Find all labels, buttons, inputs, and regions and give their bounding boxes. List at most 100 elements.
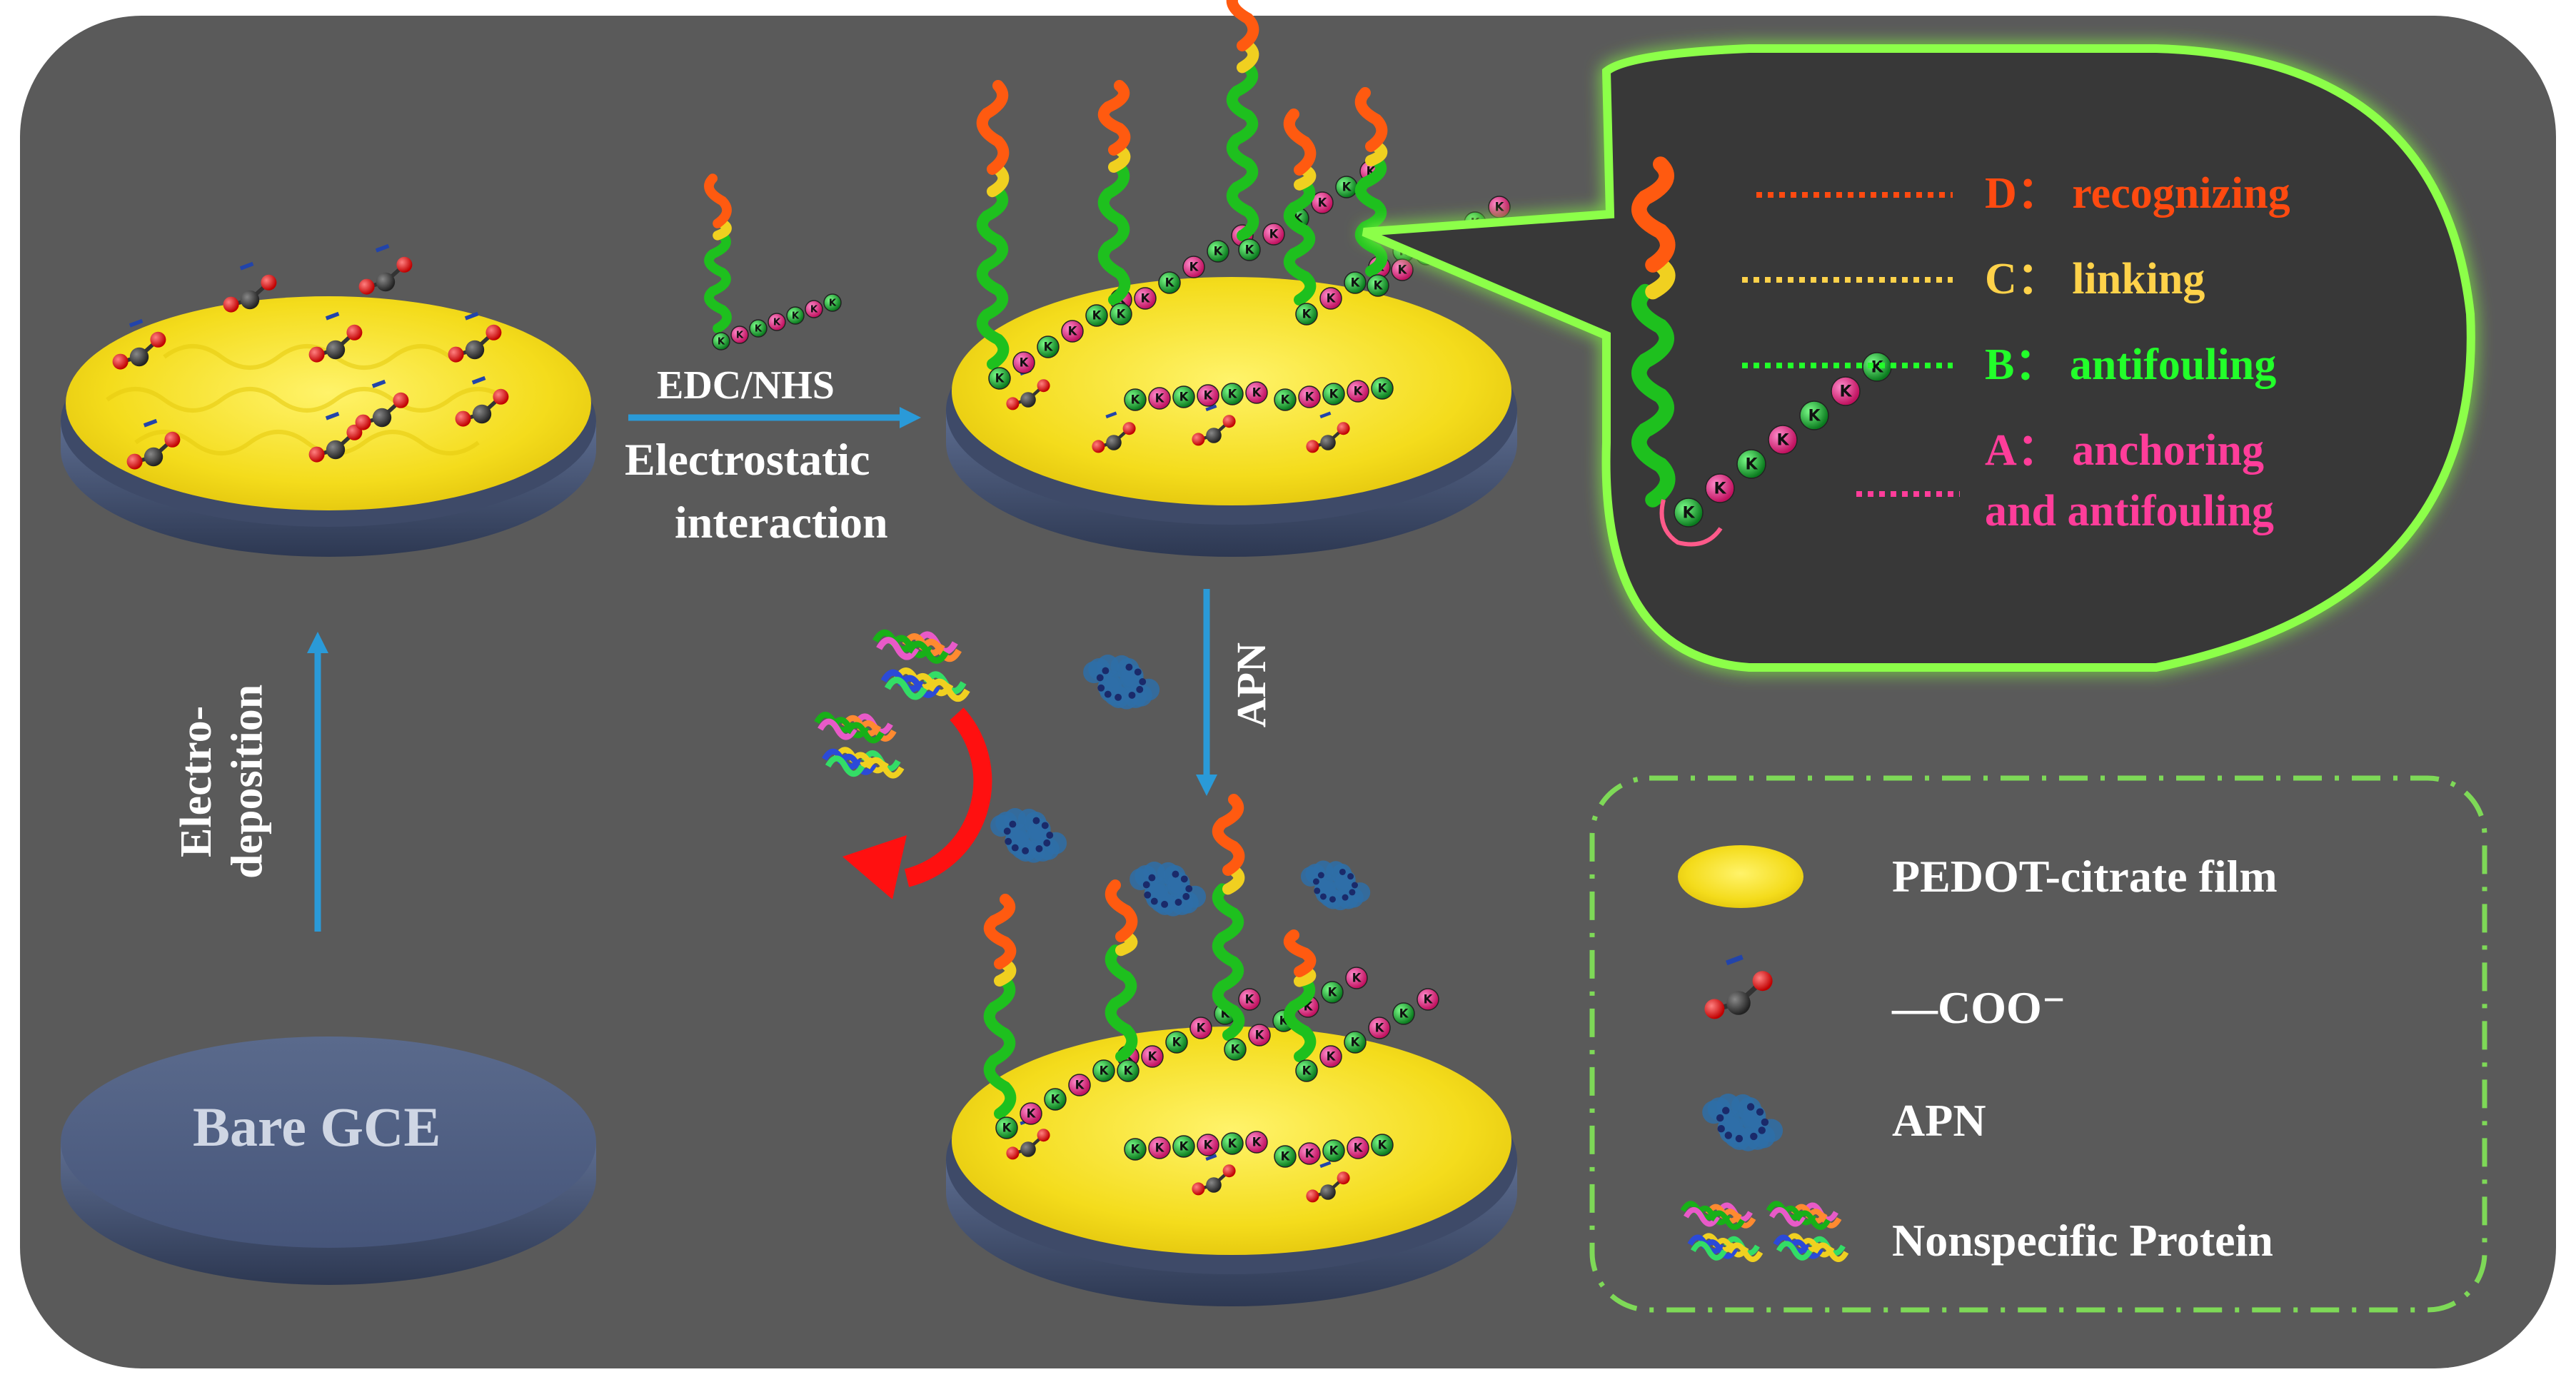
svg-text:K: K <box>1204 1139 1214 1152</box>
svg-text:K: K <box>1214 245 1224 258</box>
svg-text:K: K <box>736 331 744 341</box>
svg-text:K: K <box>1424 993 1434 1007</box>
svg-text:K: K <box>1378 1139 1388 1152</box>
svg-text:K: K <box>1228 1137 1238 1151</box>
callout-label-c: C： linking <box>1985 255 2205 303</box>
svg-text:K: K <box>1745 456 1758 474</box>
svg-text:K: K <box>1302 1064 1312 1078</box>
svg-text:K: K <box>1714 480 1726 498</box>
electrodeposition-arrowhead <box>307 632 328 653</box>
svg-text:K: K <box>1197 1022 1207 1035</box>
svg-text:K: K <box>1141 292 1151 306</box>
svg-text:K: K <box>1329 1144 1339 1158</box>
svg-text:K: K <box>1255 1029 1265 1042</box>
svg-text:K: K <box>1179 390 1189 404</box>
svg-text:K: K <box>1002 1121 1012 1135</box>
svg-text:K: K <box>1398 263 1408 277</box>
svg-text:K: K <box>1354 1141 1364 1155</box>
svg-text:K: K <box>1068 325 1078 338</box>
apn-protein-icon <box>1702 1093 1783 1151</box>
svg-text:K: K <box>1044 341 1054 354</box>
svg-text:K: K <box>1155 392 1165 405</box>
callout-label-d: D： recognizing <box>1985 169 2290 218</box>
svg-text:K: K <box>1808 408 1821 425</box>
nonspecific-protein-cluster <box>814 629 970 779</box>
legend-box <box>1589 775 2487 1313</box>
legend-label-apn: APN <box>1892 1095 1986 1146</box>
svg-text:K: K <box>995 372 1005 385</box>
callout-label-a1: A： anchoring <box>1985 426 2264 475</box>
svg-text:K: K <box>1318 196 1328 210</box>
svg-text:K: K <box>1204 389 1214 403</box>
svg-text:K: K <box>1682 505 1695 523</box>
electrodeposition-line1: Electro- <box>172 705 221 858</box>
svg-text:K: K <box>1281 1150 1291 1164</box>
svg-text:K: K <box>1328 986 1338 999</box>
svg-text:K: K <box>1269 228 1279 241</box>
electrodeposition-label: Electro- deposition <box>171 646 273 917</box>
carboxylate-icon <box>1704 954 1773 1019</box>
nonspecific-protein-icon <box>1680 1201 1849 1262</box>
callout-label-b: B： antifouling <box>1985 341 2277 389</box>
svg-text:K: K <box>1305 1147 1315 1161</box>
legend-label-coo: —COO⁻ <box>1892 982 2066 1033</box>
svg-text:K: K <box>1245 993 1255 1007</box>
svg-text:K: K <box>1148 1050 1158 1064</box>
svg-text:K: K <box>1305 390 1315 404</box>
svg-text:K: K <box>829 298 837 309</box>
edc-nhs-arrowhead <box>900 407 921 428</box>
svg-text:K: K <box>1399 1007 1409 1021</box>
edc-nhs-label: EDC/NHS <box>657 363 835 408</box>
svg-text:K: K <box>1131 393 1141 407</box>
svg-text:K: K <box>1351 276 1361 290</box>
interaction-label: interaction <box>675 497 888 548</box>
legend-label-pedot: PEDOT-citrate film <box>1892 851 2278 902</box>
bare-gce-label: Bare GCE <box>193 1096 441 1158</box>
svg-text:K: K <box>1131 1143 1141 1156</box>
svg-text:K: K <box>718 337 725 348</box>
apn-bound-electrode <box>946 1027 1517 1306</box>
svg-text:K: K <box>1329 388 1339 401</box>
svg-text:K: K <box>1100 1064 1110 1078</box>
svg-text:K: K <box>755 324 763 335</box>
svg-text:K: K <box>1495 201 1505 214</box>
legend-label-nonspecific: Nonspecific Protein <box>1892 1215 2273 1266</box>
svg-text:K: K <box>1228 388 1238 401</box>
svg-text:K: K <box>1117 308 1127 321</box>
peptide-layer-top: KKKKKKKKKKKKKKKKKKKKKKKKKKKKKKKKKKKKKKKK… <box>976 0 1511 453</box>
apn-arrowhead <box>1196 775 1217 796</box>
svg-text:K: K <box>1165 276 1175 290</box>
electrostatic-label: Electrostatic <box>625 434 870 485</box>
rejection-arrowhead <box>842 835 907 899</box>
bare-gce-electrode <box>61 1037 596 1285</box>
carboxylate-groups <box>112 243 509 470</box>
svg-text:K: K <box>1302 308 1312 321</box>
svg-text:K: K <box>773 318 781 328</box>
svg-text:K: K <box>1172 1036 1182 1049</box>
svg-text:K: K <box>1189 261 1199 274</box>
rejection-arrow <box>904 707 992 887</box>
svg-text:K: K <box>1051 1093 1061 1106</box>
svg-text:K: K <box>1027 1107 1037 1121</box>
pedot-film-icon <box>1678 845 1803 908</box>
svg-text:K: K <box>1155 1141 1165 1155</box>
svg-text:K: K <box>1124 1064 1134 1078</box>
peptide-modified-electrode <box>946 277 1517 557</box>
svg-text:K: K <box>1245 243 1255 257</box>
svg-text:K: K <box>1252 1136 1262 1149</box>
svg-text:K: K <box>792 311 800 322</box>
svg-text:K: K <box>1375 1022 1385 1035</box>
svg-text:K: K <box>1327 1050 1337 1064</box>
callout-label-a2: and antifouling <box>1985 487 2274 535</box>
svg-text:K: K <box>1231 1043 1241 1056</box>
svg-text:K: K <box>1378 382 1388 395</box>
svg-text:K: K <box>1327 292 1337 306</box>
electrodeposition-line2: deposition <box>223 684 272 879</box>
svg-text:K: K <box>1354 385 1364 398</box>
pedot-film-electrode <box>61 296 596 557</box>
svg-text:K: K <box>1075 1079 1085 1092</box>
svg-text:K: K <box>1281 393 1291 407</box>
